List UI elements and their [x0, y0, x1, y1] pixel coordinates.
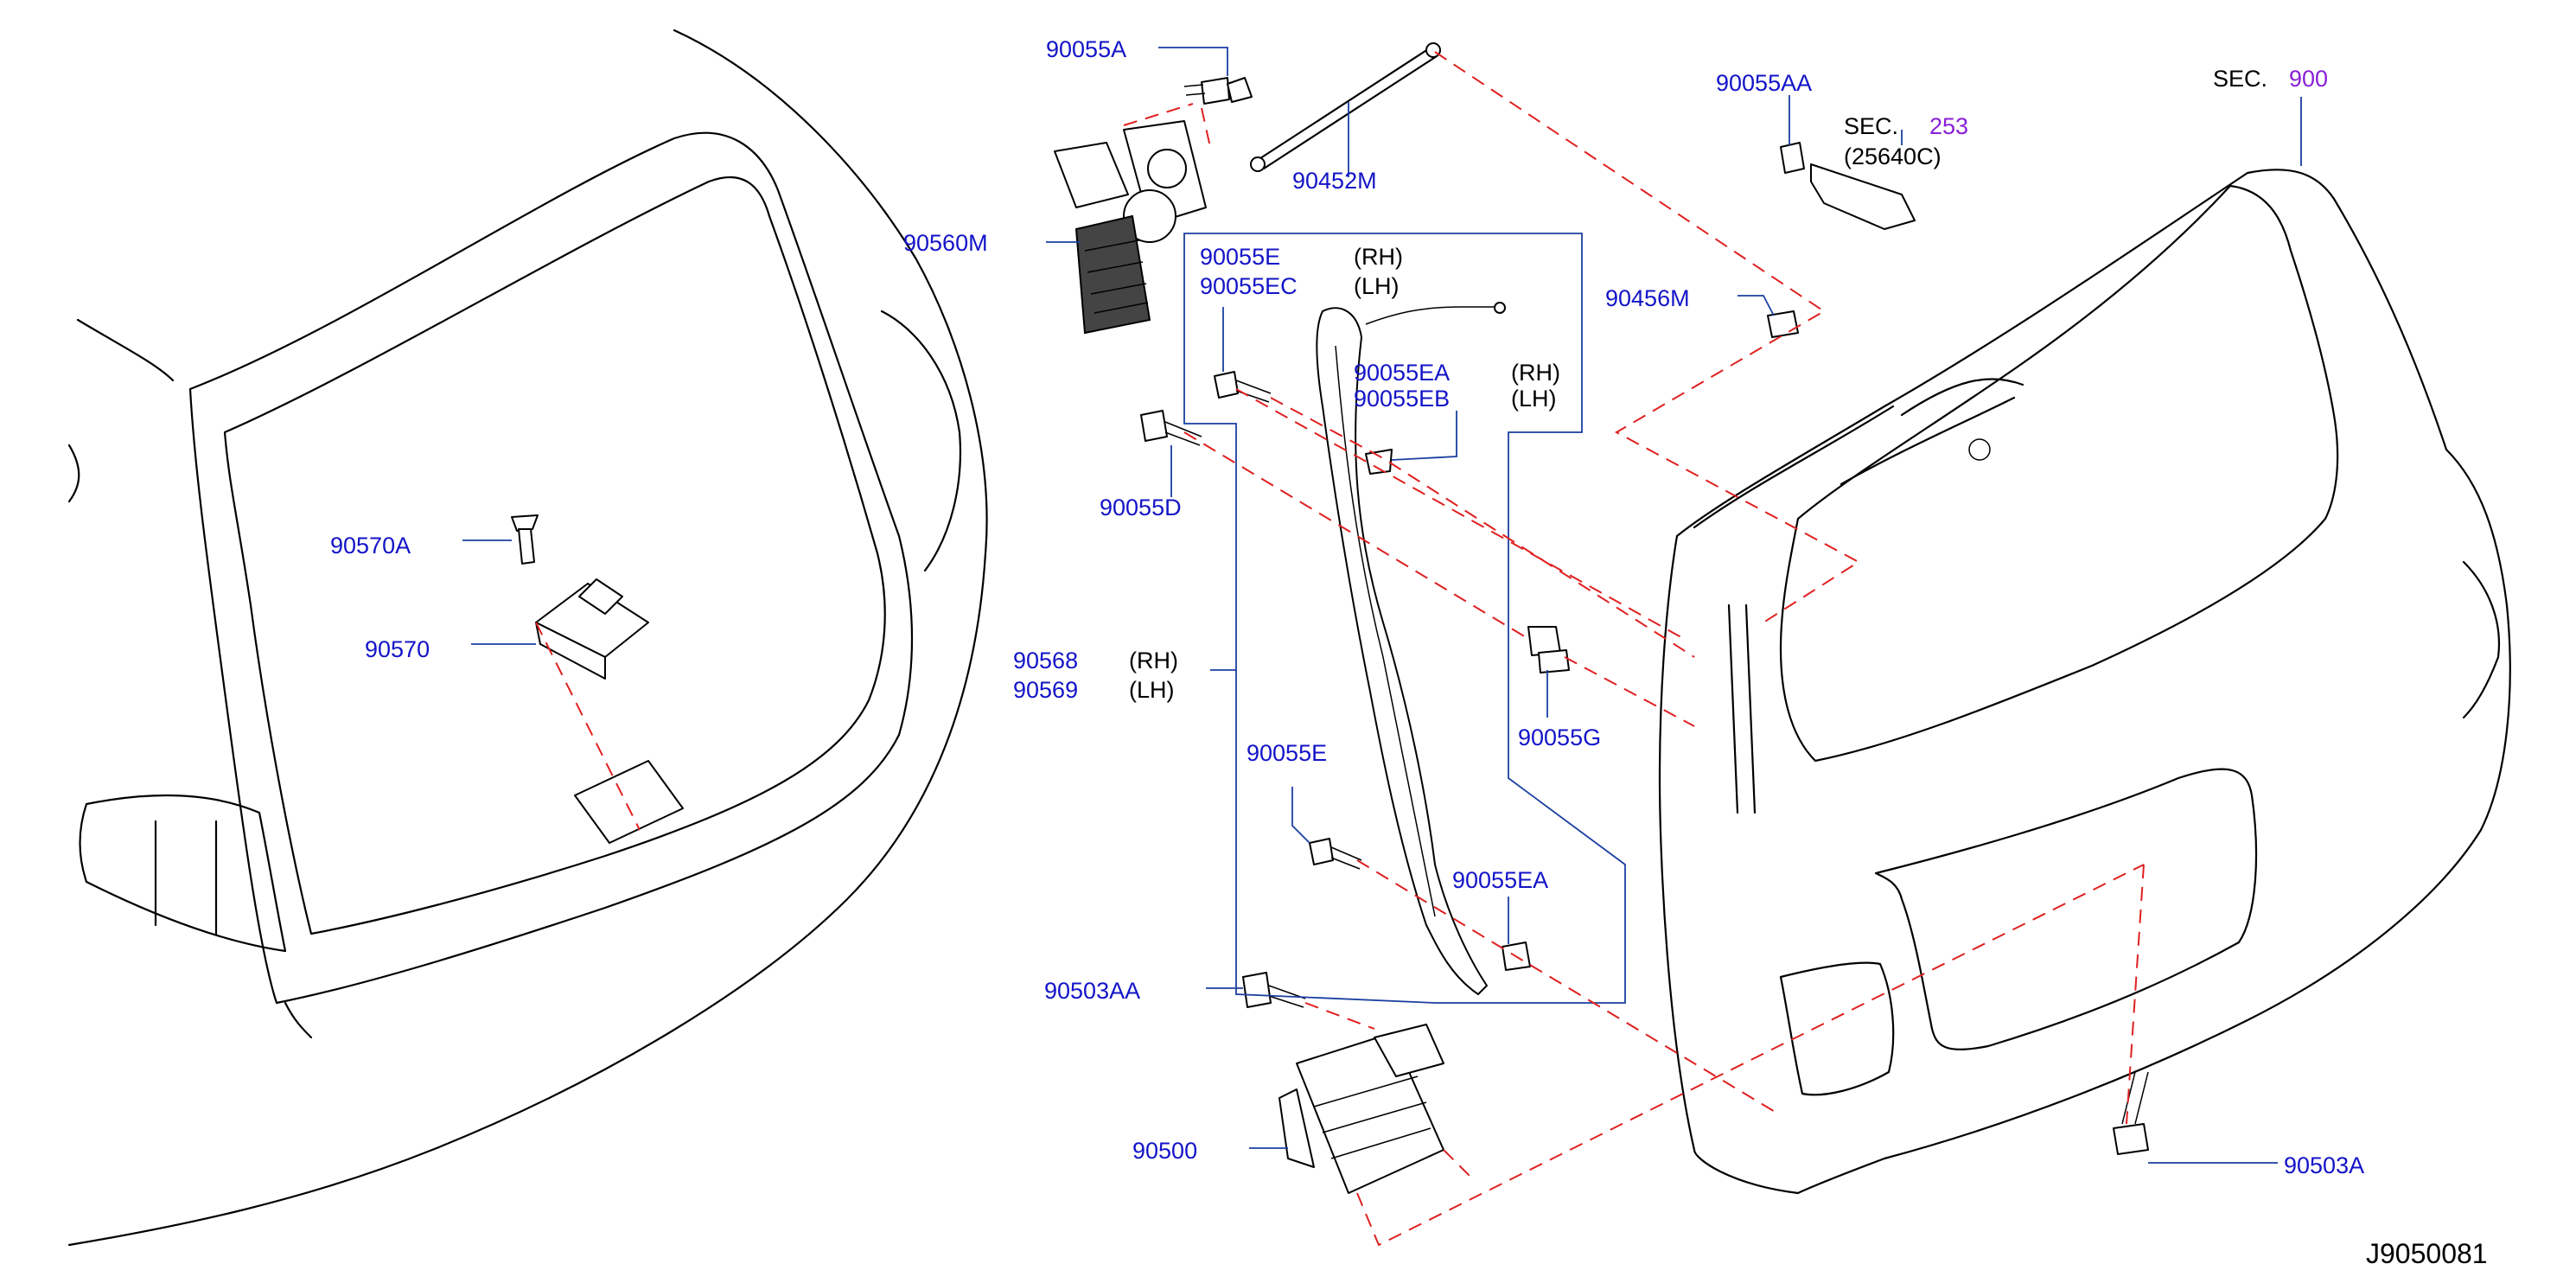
actuator-motor-assembly [1054, 120, 1207, 335]
bolt-90570a [511, 514, 539, 565]
support-strut-rod [1250, 42, 1441, 172]
label-90055aa: 90055AA [1716, 70, 1812, 96]
screw-90055e-mid [1309, 838, 1362, 870]
label-90570a: 90570A [330, 533, 411, 559]
screw-90055ec [1214, 371, 1272, 403]
label-90503a: 90503A [2284, 1152, 2364, 1178]
label-90055e-top: 90055E [1200, 244, 1280, 270]
power-closure-unit [1278, 1024, 1444, 1194]
label-lh-1: (LH) [1354, 273, 1400, 299]
label-sec-prefix-900: SEC. [2213, 66, 2267, 92]
label-90570: 90570 [365, 636, 430, 662]
bolt-90055a [1183, 77, 1253, 105]
striker-bracket [535, 578, 684, 844]
grommet-90055g [1527, 626, 1570, 673]
label-90055a: 90055A [1046, 36, 1126, 62]
label-rh-1: (RH) [1354, 244, 1403, 270]
label-sec-253-sub: (25640C) [1844, 144, 1942, 169]
dashed-guide-lines [535, 51, 2145, 1247]
label-rh-3: (RH) [1129, 648, 1178, 673]
vehicle-body-outline [67, 29, 988, 1247]
label-lh-3: (LH) [1129, 677, 1175, 703]
harness-protector-molding [1316, 302, 1506, 995]
label-90569: 90569 [1013, 677, 1078, 703]
label-90055g: 90055G [1518, 724, 1601, 750]
group-bracket-90568 [1183, 233, 1626, 1004]
label-lh-2: (LH) [1511, 386, 1557, 412]
label-90055ec: 90055EC [1200, 273, 1298, 299]
label-90568: 90568 [1013, 648, 1078, 673]
screw-90055d [1140, 410, 1202, 446]
label-90055ea-low: 90055EA [1452, 867, 1548, 893]
label-sec-900: 900 [2289, 66, 2328, 92]
diagram-code: J9050081 [2366, 1238, 2488, 1269]
label-90456m: 90456M [1605, 285, 1690, 311]
label-90055eb: 90055EB [1354, 386, 1450, 412]
bolt-90503aa [1242, 972, 1306, 1008]
label-sec-253: 253 [1929, 113, 1968, 139]
label-90560m: 90560M [903, 230, 988, 256]
label-90055e-mid: 90055E [1247, 740, 1327, 766]
label-rh-2: (RH) [1511, 360, 1560, 386]
label-90055d: 90055D [1100, 495, 1182, 520]
callout-leaders [462, 47, 2302, 1164]
back-door-panel [1658, 142, 2511, 1195]
label-90055ea-top: 90055EA [1354, 360, 1450, 386]
label-90503aa: 90503AA [1044, 978, 1140, 1004]
label-sec-prefix-253: SEC. [1844, 113, 1898, 139]
label-90500: 90500 [1132, 1138, 1197, 1164]
clip-90055ea-top [1365, 449, 1393, 475]
label-90452m: 90452M [1292, 168, 1377, 194]
